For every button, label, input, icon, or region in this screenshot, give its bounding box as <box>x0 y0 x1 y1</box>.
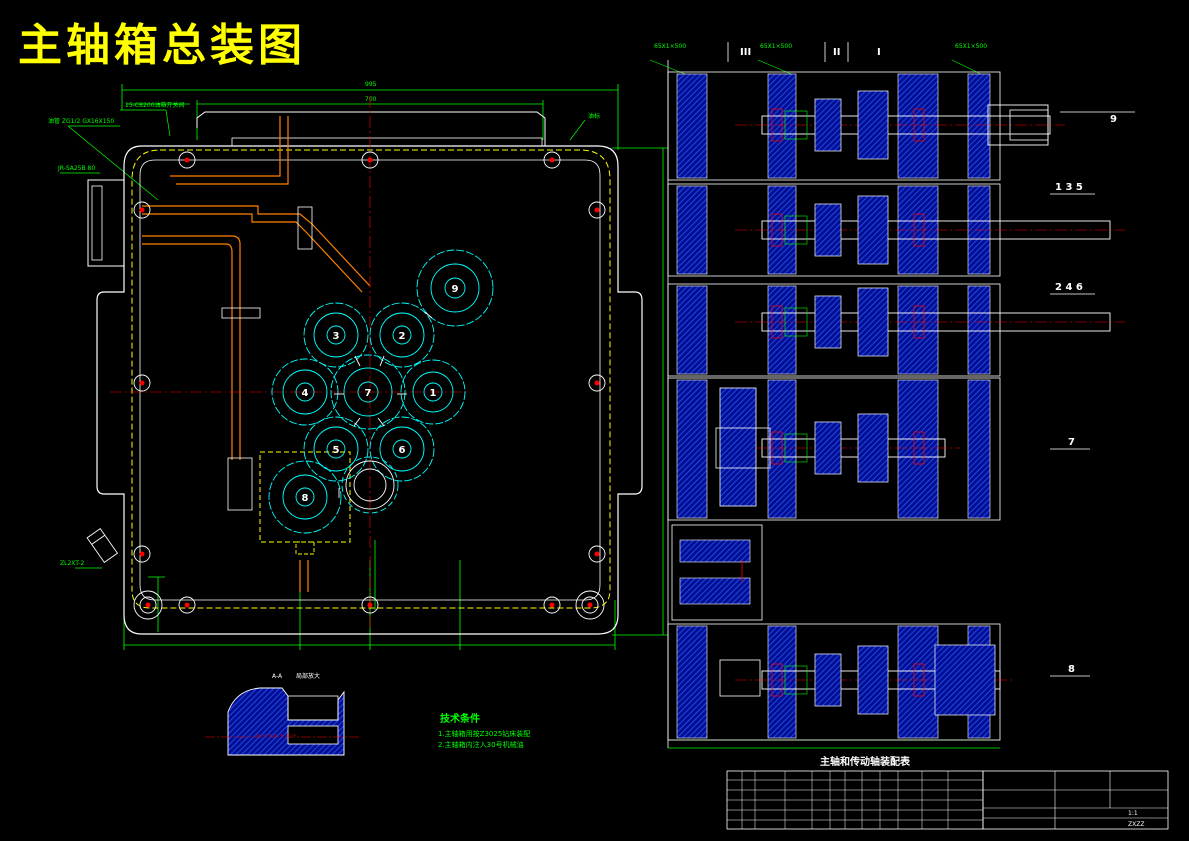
gear-number-9: 9 <box>452 284 459 295</box>
gear-number-6: 6 <box>399 445 406 456</box>
svg-text:700: 700 <box>365 96 377 103</box>
gear-number-1: 1 <box>430 388 437 399</box>
tech-line-1: 1.主轴箱用按Z3025钻床装配 <box>438 729 530 738</box>
svg-text:65X1×500: 65X1×500 <box>760 43 792 50</box>
section-label-ii: II <box>833 47 840 58</box>
tech-heading: 技术条件 <box>440 712 480 725</box>
gear-number-3: 3 <box>333 331 340 342</box>
section-label-i: I <box>877 47 881 58</box>
gear-circles <box>268 249 494 534</box>
svg-text:JR-SA25B 80: JR-SA25B 80 <box>57 165 95 172</box>
assembly-table: 主轴和传动轴装配表 1:1 ZXZZ <box>726 755 1169 830</box>
housing-main-view: 油管 ZG1/2 GX16X150 JR-SA25B 80 15-CB200油箱… <box>48 81 668 650</box>
svg-text:65X1×500: 65X1×500 <box>654 43 686 50</box>
gear-number-2: 2 <box>399 331 406 342</box>
gear-number-5: 5 <box>333 445 340 456</box>
right-label-7: 7 <box>1068 437 1075 448</box>
svg-text:995: 995 <box>365 81 377 88</box>
svg-text:15-CB200油箱开关阀: 15-CB200油箱开关阀 <box>125 101 185 109</box>
title-block-code: ZXZZ <box>1128 821 1144 828</box>
gear-number-8: 8 <box>302 493 309 504</box>
right-label-9: 9 <box>1110 114 1117 125</box>
svg-text:65X1×500: 65X1×500 <box>955 43 987 50</box>
section-aa-note: 局部放大 <box>296 672 320 680</box>
shaft-section-views: III II I 65X1×500 65X1×500 65X1×500 9 1 … <box>649 42 1135 749</box>
tech-line-2: 2.主轴箱内注入30号机械油 <box>438 740 524 749</box>
section-aa-label: A-A <box>272 673 283 680</box>
drawing-title: 主轴箱总装图 <box>18 20 306 71</box>
svg-text:油标: 油标 <box>588 112 600 120</box>
section-aa-detail: A-A 局部放大 <box>205 672 360 756</box>
technical-requirements: 技术条件 1.主轴箱用按Z3025钻床装配 2.主轴箱内注入30号机械油 <box>438 712 530 749</box>
right-label-8: 8 <box>1068 664 1075 675</box>
table-title: 主轴和传动轴装配表 <box>820 755 911 768</box>
svg-text:油管 ZG1/2 GX16X150: 油管 ZG1/2 GX16X150 <box>48 117 114 125</box>
right-label-135: 1 3 5 <box>1055 182 1083 193</box>
gear-number-4: 4 <box>302 388 309 399</box>
gear-number-7: 7 <box>365 388 372 399</box>
title-block-scale: 1:1 <box>1128 810 1138 817</box>
section-label-iii: III <box>740 47 751 58</box>
right-label-246: 2 4 6 <box>1055 282 1083 293</box>
svg-text:ZL2XT-2: ZL2XT-2 <box>60 560 85 567</box>
